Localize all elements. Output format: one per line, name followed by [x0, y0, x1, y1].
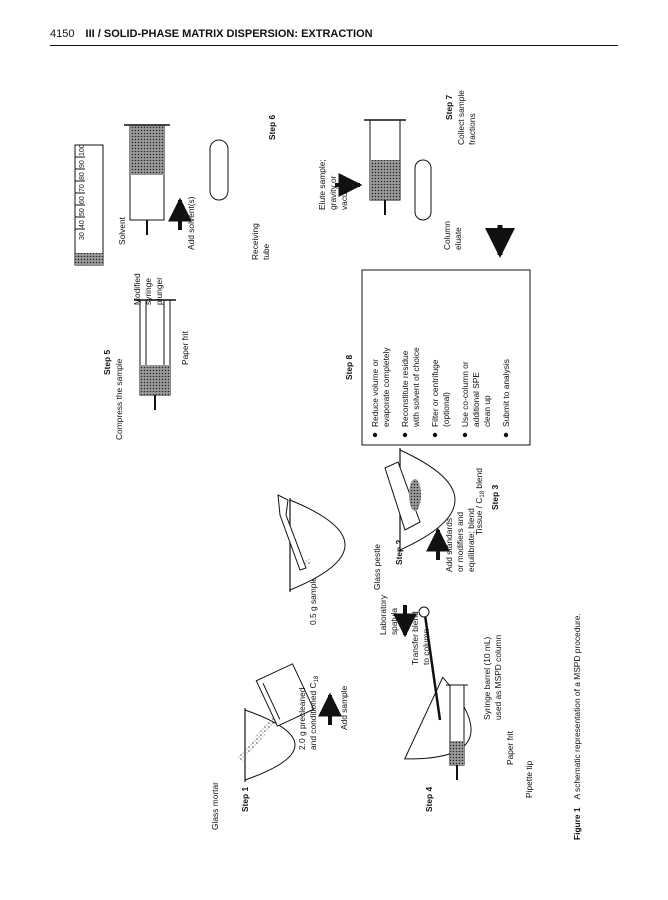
spatula-with-sample: [277, 494, 307, 571]
beaker-1: [255, 663, 315, 727]
modified-line1: Modified: [132, 273, 142, 305]
step-6-title: Step 6: [267, 115, 277, 140]
transfer-line2: to column: [421, 628, 431, 665]
step-4-title: Step 4: [424, 787, 434, 812]
lab-spatula-4: [423, 614, 442, 721]
elute-line1: Elute sample;: [317, 159, 327, 210]
step-3-title: Step 3: [490, 485, 500, 510]
step-8-bullet: [503, 432, 509, 438]
paper-frit-label: Paper frit: [505, 730, 515, 765]
collect-line2: fractions: [467, 113, 477, 145]
receiving-line1: Receiving: [250, 223, 260, 260]
header-rule: [50, 45, 618, 46]
cylinder-scale: 100 90 80 70 60 50 40 30: [75, 144, 86, 240]
running-header: 4150 III / SOLID-PHASE MATRIX DISPERSION…: [50, 28, 618, 40]
running-title: III / SOLID-PHASE MATRIX DISPERSION: EXT…: [85, 28, 373, 40]
step-7-group: Column eluate Step 7 Collect sample frac…: [364, 90, 515, 258]
transfer-line1: Transfer blend: [410, 611, 420, 665]
tissue-blend: [409, 479, 421, 511]
step-3-group: Glass pestle Tissue / C18 blend Step 3: [372, 448, 500, 590]
step-7-title: Step 7: [444, 95, 454, 120]
mortar-bowl-2: [289, 499, 346, 591]
step-8-item-text: Filter or centrifuge: [430, 359, 440, 427]
collect-line1: Collect sample: [456, 90, 466, 145]
modified-line3: plunger: [154, 277, 164, 305]
precleaned-line1: 2.0 g precleaned: [297, 687, 307, 750]
step-8-bullet: [372, 432, 378, 438]
syringe-barrel-line1: Syringe barrel (10 mL): [482, 636, 492, 720]
step-8-item-text: Submit to analysis: [501, 359, 511, 427]
figure-caption: Figure 1A schematic representation of a …: [572, 613, 582, 840]
column-eluate-line2: eluate: [453, 227, 463, 250]
step-8-bullet: [432, 432, 438, 438]
cylinder-scale-label: 50: [79, 208, 86, 216]
precleaned-line2: and conditioned C18: [308, 675, 320, 750]
step-2-group: 0.5 g sample Step 2 Add standards or mod…: [277, 494, 476, 625]
step-8-box: [361, 269, 531, 446]
collection-tube: [414, 159, 432, 221]
lab-spatula-line2: spatula: [389, 608, 399, 635]
receiving-line2: tube: [261, 243, 271, 260]
pestle: [384, 461, 421, 531]
step-5-group: Step 5 Compress the sample Modified syri…: [102, 273, 190, 440]
step-1-title: Step 1: [240, 787, 250, 812]
glass-mortar-label: Glass mortar: [210, 782, 220, 830]
glass-pestle-label: Glass pestle: [372, 544, 382, 590]
step-8-item-text: with solvent of choice: [411, 347, 421, 428]
step-2-title: Step 2: [394, 540, 404, 565]
cylinder-scale-label: 60: [79, 196, 86, 204]
step-8-bullet: [402, 432, 408, 438]
step-8-item-text: (optional): [441, 392, 451, 427]
step-8-bullet: [462, 432, 468, 438]
step-6-group: 100 90 80 70 60 50 40 30 Solvent Add solvent(s)…: [74, 115, 363, 266]
paper-frit-2-label: Paper frit: [180, 330, 190, 365]
add-std-line1: Add standards: [444, 518, 454, 572]
solvent-in-cylinder: [75, 253, 103, 265]
add-std-line2: or modifiers and: [455, 512, 465, 572]
elute-line3: vacuum: [339, 181, 349, 210]
add-sample-label: Add sample: [339, 685, 349, 730]
add-solvent-label: Add solvent(s): [186, 196, 196, 250]
figure-body: Step 1 Glass mortar 2.0 g precleaned and…: [74, 90, 582, 840]
step-1-group: Step 1 Glass mortar 2.0 g precleaned and…: [210, 663, 349, 830]
solvent-in-barrel: [130, 125, 164, 175]
tissue-blend-label: Tissue / C18 blend: [474, 468, 486, 535]
cylinder-scale-label: 80: [79, 172, 86, 180]
step-8-item-text: Reduce volume or: [370, 359, 380, 427]
sample-label: 0.5 g sample: [308, 577, 318, 625]
column-packing-4: [450, 741, 464, 765]
step-5-title: Step 5: [102, 350, 112, 375]
compressed-sample: [140, 365, 170, 395]
step-8-item-text: Use co-column or: [460, 361, 470, 427]
packing-7: [370, 160, 400, 200]
cylinder-scale-label: 90: [79, 160, 86, 168]
modified-line2: syringe: [143, 278, 153, 305]
cylinder-scale-label: 100: [79, 144, 86, 156]
page-number: 4150: [50, 28, 75, 40]
step-8-title: Step 8: [344, 355, 354, 380]
column-eluate-line1: Column: [442, 221, 452, 250]
step-8-item-text: additional SPE: [471, 372, 481, 427]
cylinder-scale-label: 30: [79, 232, 86, 240]
receiving-tube: [209, 139, 229, 201]
step-8-item-text: evaporate completely: [381, 347, 391, 427]
lab-spatula-line1: Laboratory: [378, 594, 388, 635]
syringe-barrel-line2: used as MSPD column: [493, 634, 503, 720]
cylinder-scale-label: 70: [79, 184, 86, 192]
mortar-bowl-4: [403, 676, 472, 760]
elute-line2: gravity or: [328, 175, 338, 210]
compress-label: Compress the sample: [114, 358, 124, 440]
pipette-tip-label: Pipette tip: [524, 760, 534, 798]
cylinder-scale-label: 40: [79, 220, 86, 228]
add-std-line3: equilibrate; blend: [466, 508, 476, 572]
solvent-label: Solvent: [117, 216, 127, 245]
step-4-group: Step 4 Laboratory spatula Transfer blend…: [378, 594, 534, 812]
mortar-bowl-1: [244, 709, 296, 781]
step-8-item-text: Reconstitute residue: [400, 350, 410, 427]
step-8-item-text: clean up: [482, 395, 492, 427]
